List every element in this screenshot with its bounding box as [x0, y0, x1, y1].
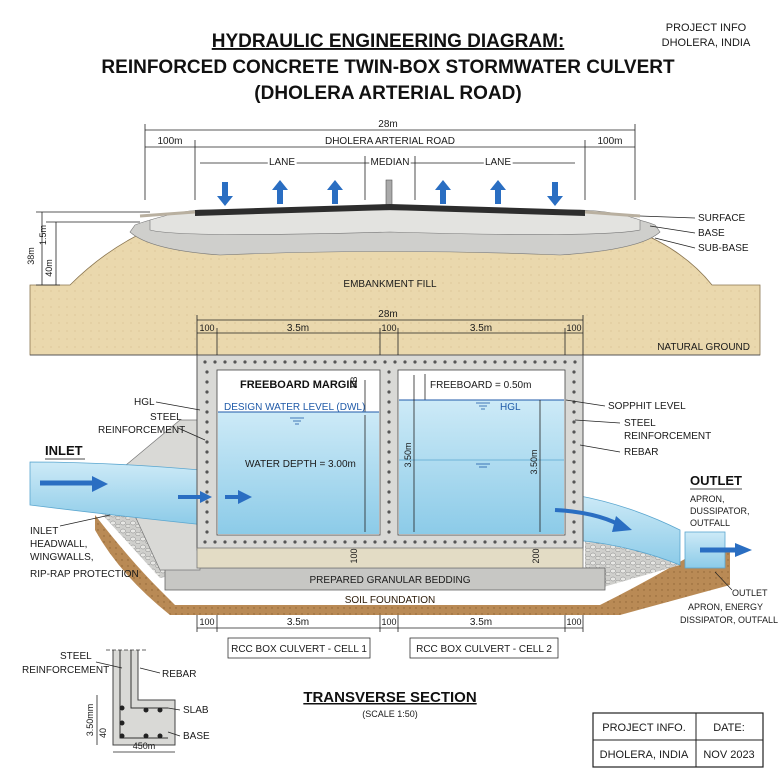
- surface-layer: [195, 204, 585, 216]
- inlet-water: [29, 461, 206, 526]
- project-corner-2: DHOLERA, INDIA: [662, 37, 751, 49]
- embankment-label: EMBANKMENT FILL: [343, 279, 437, 290]
- outlet2-1: OUTLET: [732, 588, 768, 598]
- steel-right-2: REINFORCEMENT: [624, 431, 711, 442]
- culvert-base-slab: [196, 547, 584, 569]
- traffic-arrows: [217, 180, 563, 206]
- steel-left-1: STEEL: [150, 412, 182, 423]
- lane-left-label: LANE: [269, 157, 295, 168]
- height-15-label: 1.5m: [38, 225, 48, 245]
- inlet-desc-3: WINGWALLS,: [30, 552, 94, 563]
- wall-b-label: 100: [381, 323, 396, 333]
- soil-foundation: [95, 515, 730, 615]
- date-label: DATE:: [713, 722, 745, 734]
- outlet2-2: APRON, ENERGY: [688, 602, 763, 612]
- culvert-dimensions: 28m 100 3.5m 100 3.5m 100: [196, 309, 584, 355]
- outlet-desc-1: APRON,: [690, 494, 725, 504]
- cell-2-label: RCC BOX CULVERT - CELL 2: [416, 644, 552, 655]
- road-dimensions: 28m 100m 100m DHOLERA ARTERIAL ROAD LANE…: [144, 119, 636, 200]
- inlet-desc-2: HEADWALL,: [30, 539, 87, 550]
- bottom-dimensions: 100 3.5m 100 3.5m 100: [196, 615, 584, 632]
- layer-labels: SURFACE BASE SUB-BASE: [639, 213, 749, 254]
- shoulder-right-label: 100m: [597, 136, 622, 147]
- date-value: NOV 2023: [703, 749, 754, 761]
- height-40-label: 40m: [44, 259, 54, 277]
- outlet2-3: DISSIPATOR, OUTFALL: [680, 615, 778, 625]
- title-block: PROJECT INFO. DATE: DHOLERA, INDIA NOV 2…: [592, 712, 764, 768]
- title-line-1: HYDRAULIC ENGINEERING DIAGRAM:: [212, 31, 565, 52]
- culvert-width-label: 28m: [378, 309, 397, 320]
- bottom-dim-d: 3.5m: [470, 617, 492, 628]
- steel-right-1: STEEL: [624, 418, 656, 429]
- detail-rebar: REBAR: [162, 669, 196, 680]
- surface-label: SURFACE: [698, 213, 746, 224]
- water-depth-label: WATER DEPTH = 3.00m: [245, 459, 356, 470]
- section-title: TRANSVERSE SECTION: [303, 689, 476, 706]
- road-name-label: DHOLERA ARTERIAL ROAD: [325, 136, 455, 147]
- cell-1-water: [218, 412, 379, 534]
- hgl-inner-label: HGL: [500, 402, 521, 413]
- left-height-dims: 38m 40m 1.5m: [26, 211, 150, 286]
- project-value: DHOLERA, INDIA: [600, 749, 689, 761]
- detail-base: BASE: [183, 731, 210, 742]
- project-corner-1: PROJECT INFO: [666, 22, 747, 34]
- shoulder-left-label: 100m: [157, 136, 182, 147]
- height-left-label: 3.50m: [403, 442, 413, 467]
- freeboard-value-label: FREEBOARD = 0.50m: [430, 380, 531, 391]
- lane-right-label: LANE: [485, 157, 511, 168]
- bottom-dim-a: 100: [199, 617, 214, 627]
- steel-left-2: REINFORCEMENT: [98, 425, 185, 436]
- wall-c-label: 100: [566, 323, 581, 333]
- natural-ground-label: NATURAL GROUND: [657, 342, 750, 353]
- slab-200-label: 200: [531, 548, 541, 563]
- slab-100-label: 100: [349, 548, 359, 563]
- hgl-left-label: HGL: [134, 397, 155, 408]
- fb-tag: FB: [349, 376, 359, 388]
- bottom-dim-b: 3.5m: [287, 617, 309, 628]
- svg-text:MEDIAN: MEDIAN: [371, 157, 410, 168]
- base-label: BASE: [698, 228, 725, 239]
- road-width-label: 28m: [378, 119, 397, 130]
- wall-a-label: 100: [199, 323, 214, 333]
- median-label: MEDIAN: [371, 157, 410, 168]
- title-line-3: (DHOLERA ARTERIAL ROAD): [254, 83, 521, 104]
- median-post: [385, 179, 393, 207]
- bottom-dim-e: 100: [566, 617, 581, 627]
- height-38-label: 38m: [26, 247, 36, 265]
- cell-1-label: RCC BOX CULVERT - CELL 1: [231, 644, 367, 655]
- inlet-desc-4: RIP-RAP PROTECTION: [30, 569, 139, 580]
- detail-steel-2: REINFORCEMENT: [22, 665, 109, 676]
- title-line-2: REINFORCED CONCRETE TWIN-BOX STORMWATER …: [101, 57, 675, 78]
- subbase-label: SUB-BASE: [698, 243, 749, 254]
- soil-label: SOIL FOUNDATION: [345, 595, 436, 606]
- rebar-right-label: REBAR: [624, 447, 658, 458]
- outlet-label: OUTLET: [690, 473, 742, 488]
- sopphit-label: SOPPHIT LEVEL: [608, 401, 686, 412]
- inlet-label: INLET: [45, 443, 83, 458]
- detail-slab: SLAB: [183, 705, 209, 716]
- detail-steel-1: STEEL: [60, 651, 92, 662]
- outlet-desc-3: OUTFALL: [690, 518, 730, 528]
- detail-height: 3.50mm: [85, 704, 95, 737]
- svg-text:LANE: LANE: [485, 157, 511, 168]
- bottom-dim-c: 100: [381, 617, 396, 627]
- cell-2-width-label: 3.5m: [470, 323, 492, 334]
- cell-1-width-label: 3.5m: [287, 323, 309, 334]
- outlet-desc-2: DUSSIPATOR,: [690, 506, 750, 516]
- svg-text:LANE: LANE: [269, 157, 295, 168]
- detail-small: 40: [98, 728, 108, 738]
- height-right-label: 3.50m: [529, 449, 539, 474]
- freeboard-margin-label: FREEBOARD MARGIN: [240, 379, 357, 391]
- bedding-label: PREPARED GRANULAR BEDDING: [310, 575, 471, 586]
- inlet-desc-1: INLET: [30, 526, 58, 537]
- section-scale: (SCALE 1:50): [362, 709, 418, 719]
- detail-width: 450m: [133, 741, 156, 751]
- project-label: PROJECT INFO.: [602, 722, 686, 734]
- dwl-label: DESIGN WATER LEVEL (DWL): [224, 402, 365, 413]
- reinforcement-detail: STEEL REINFORCEMENT REBAR SLAB BASE 3.50…: [22, 649, 210, 753]
